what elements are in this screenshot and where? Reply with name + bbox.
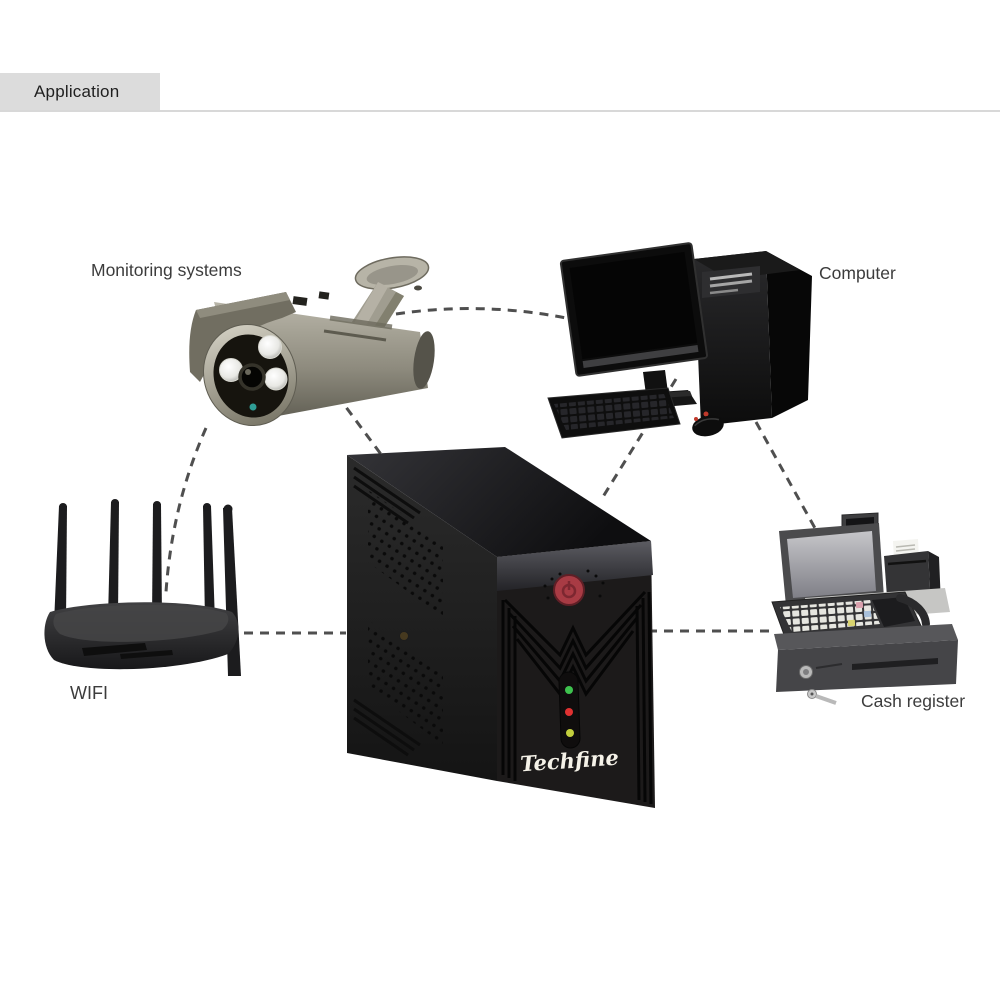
security-camera-illustration (189, 256, 435, 427)
computer-label: Computer (819, 263, 896, 283)
router-front-slot-2 (120, 650, 173, 659)
drive-slit (709, 288, 739, 295)
computer-keyboard-keys (554, 394, 674, 430)
camera-lens-glint (245, 369, 251, 375)
router-front-slot (82, 643, 147, 656)
computer-tower-side (766, 251, 812, 418)
connector-computer-cash-register (754, 421, 818, 531)
cash-drawer-slot (852, 658, 938, 670)
camera-sun-hood-edge (196, 292, 290, 318)
register-key-pink (855, 601, 864, 609)
camera-ir-led (264, 367, 288, 391)
router-top-surface (53, 604, 229, 642)
computer-screen (569, 251, 698, 360)
camera-rear-cap (413, 331, 435, 389)
camera-top-clip (292, 296, 308, 306)
application-tab-label: Application (34, 82, 120, 101)
ups-top-panel (347, 447, 651, 557)
camera-body-rib-2 (323, 329, 387, 342)
drawer-key-hole (810, 692, 814, 696)
ups-chevron-pattern (501, 590, 653, 805)
computer-mouse (692, 415, 724, 437)
printer-paper-slot (887, 559, 927, 566)
computer-mouse-led (694, 417, 698, 421)
cash-register-label: Cash register (861, 691, 966, 711)
ups-front-bevel (497, 541, 653, 591)
monitoring-systems-label: Monitoring systems (91, 260, 242, 280)
camera-body-rib (329, 315, 393, 330)
ups-vent-grid (368, 620, 443, 745)
desktop-computer-illustration (547, 242, 812, 439)
computer-monitor (559, 242, 709, 377)
camera-status-dot (249, 403, 257, 411)
computer-power-led (703, 411, 709, 417)
camera-flange-screw-hole (414, 285, 422, 291)
ups-vent-grid (368, 490, 443, 618)
cash-drawer-lock-core (803, 669, 809, 675)
register-handle-bar (896, 594, 930, 628)
camera-mount-flange (354, 256, 430, 290)
wifi-label: WIFI (70, 683, 108, 703)
header-divider (0, 110, 1000, 112)
ups-led-green (565, 686, 573, 694)
computer-monitor-chin (582, 344, 699, 369)
pos-monitor-screen (787, 531, 876, 598)
drive-slit (709, 272, 753, 281)
ups-illustration: Techfine (347, 447, 655, 808)
connector-camera-wifi (164, 427, 208, 593)
ups-led-yellow (566, 729, 574, 737)
cash-drawer-mark (815, 663, 843, 669)
register-keypad-dark (872, 597, 915, 627)
router-antennas (54, 499, 241, 676)
ups-speaker-dots (543, 569, 605, 600)
cash-register-illustration (771, 512, 958, 705)
connector-camera-ups (335, 394, 385, 458)
ups-side-grooves (353, 466, 421, 757)
camera-lens (238, 363, 266, 391)
wifi-router-illustration (44, 499, 241, 676)
ups-led-red (565, 708, 573, 716)
drive-slit (709, 279, 753, 288)
application-tab: Application (0, 73, 160, 111)
receipt-paper-lines (895, 544, 916, 552)
register-key-yellow (847, 619, 856, 627)
cash-drawer-top (774, 624, 958, 650)
connector-camera-computer (395, 307, 586, 324)
drawer-key-shaft (815, 694, 837, 705)
register-key-blue (863, 610, 872, 618)
ups-side-screw (399, 631, 409, 641)
camera-top-clip-2 (318, 291, 330, 300)
camera-ir-led (258, 335, 282, 359)
